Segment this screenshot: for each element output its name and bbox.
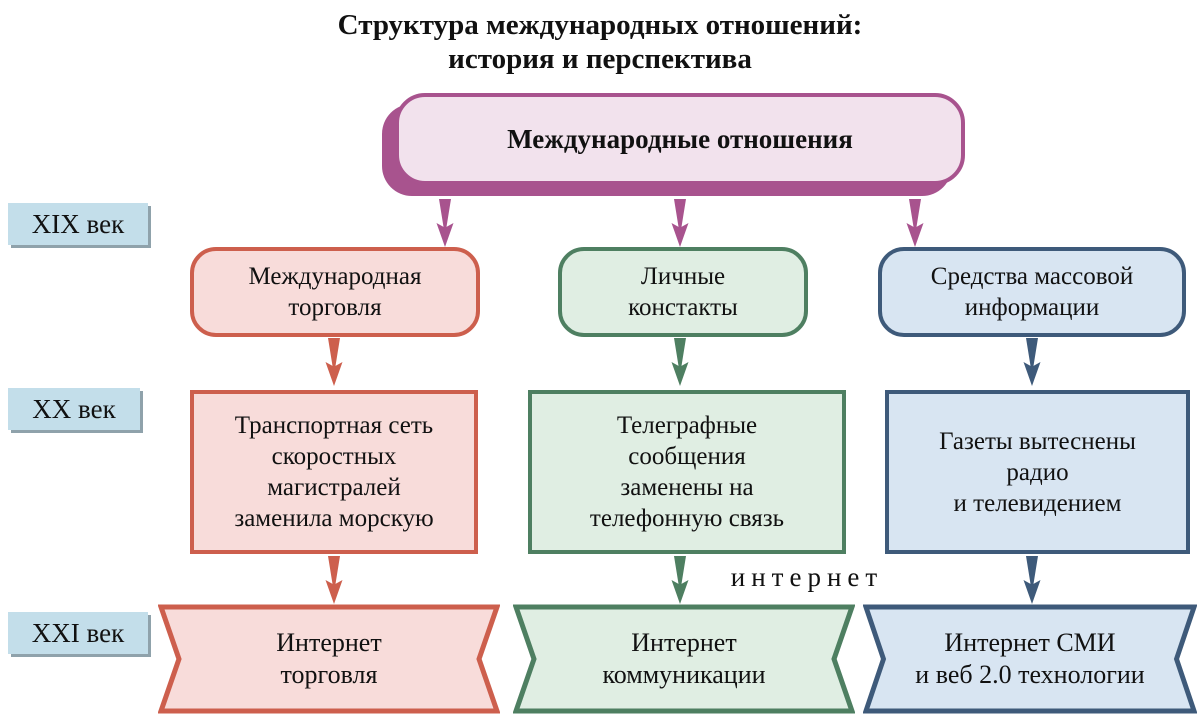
banner-label: Интернет коммуникации	[602, 628, 766, 689]
era-label-xxi: XXI век	[8, 612, 148, 654]
node-international-trade: Международная торговля	[190, 247, 480, 337]
node-newspapers-displaced: Газеты вытеснены радио и телевидением	[885, 390, 1190, 554]
arrow-down-icon	[1023, 338, 1041, 386]
banner-label: Интернет СМИ и веб 2.0 технологии	[915, 628, 1145, 689]
banner-internet-media: Интернет СМИ и веб 2.0 технологии	[863, 604, 1197, 714]
node-personal-contacts: Личные констакты	[558, 247, 808, 337]
arrow-down-icon	[325, 338, 343, 386]
era-label-text: XX век	[32, 393, 116, 424]
arrow-down-icon	[1023, 556, 1041, 604]
arrow-down-icon	[671, 338, 689, 386]
arrow-down-icon	[671, 556, 689, 604]
internet-annotation: интернет	[730, 562, 884, 592]
arrow-down-icon	[325, 556, 343, 604]
era-label-text: XIX век	[31, 208, 125, 239]
era-label-xix: XIX век	[8, 203, 148, 245]
banner-label: Интернет торговля	[276, 628, 382, 689]
node-transport-network: Транспортная сеть скоростных магистралей…	[190, 390, 478, 554]
node-telegraph-messages: Телеграфные сообщения заменены на телефо…	[528, 390, 846, 554]
arrow-down-icon	[906, 199, 924, 247]
root-node-international-relations: Международные отношения	[395, 93, 965, 185]
ribbon-banner-shape	[513, 604, 855, 714]
ribbon-banner-shape	[158, 604, 500, 714]
ribbon-banner-shape	[863, 604, 1197, 714]
era-label-xx: XX век	[8, 388, 140, 430]
page-title: Структура международных отношений: истор…	[337, 9, 863, 75]
node-mass-media: Средства массовой информации	[878, 247, 1186, 337]
banner-internet-communications: Интернет коммуникации	[513, 604, 855, 714]
banner-internet-trade: Интернет торговля	[158, 604, 500, 714]
era-label-text: XXI век	[31, 617, 125, 648]
arrow-down-icon	[671, 199, 689, 247]
arrow-down-icon	[436, 199, 454, 247]
root-node-label: Международные отношения	[507, 123, 853, 154]
